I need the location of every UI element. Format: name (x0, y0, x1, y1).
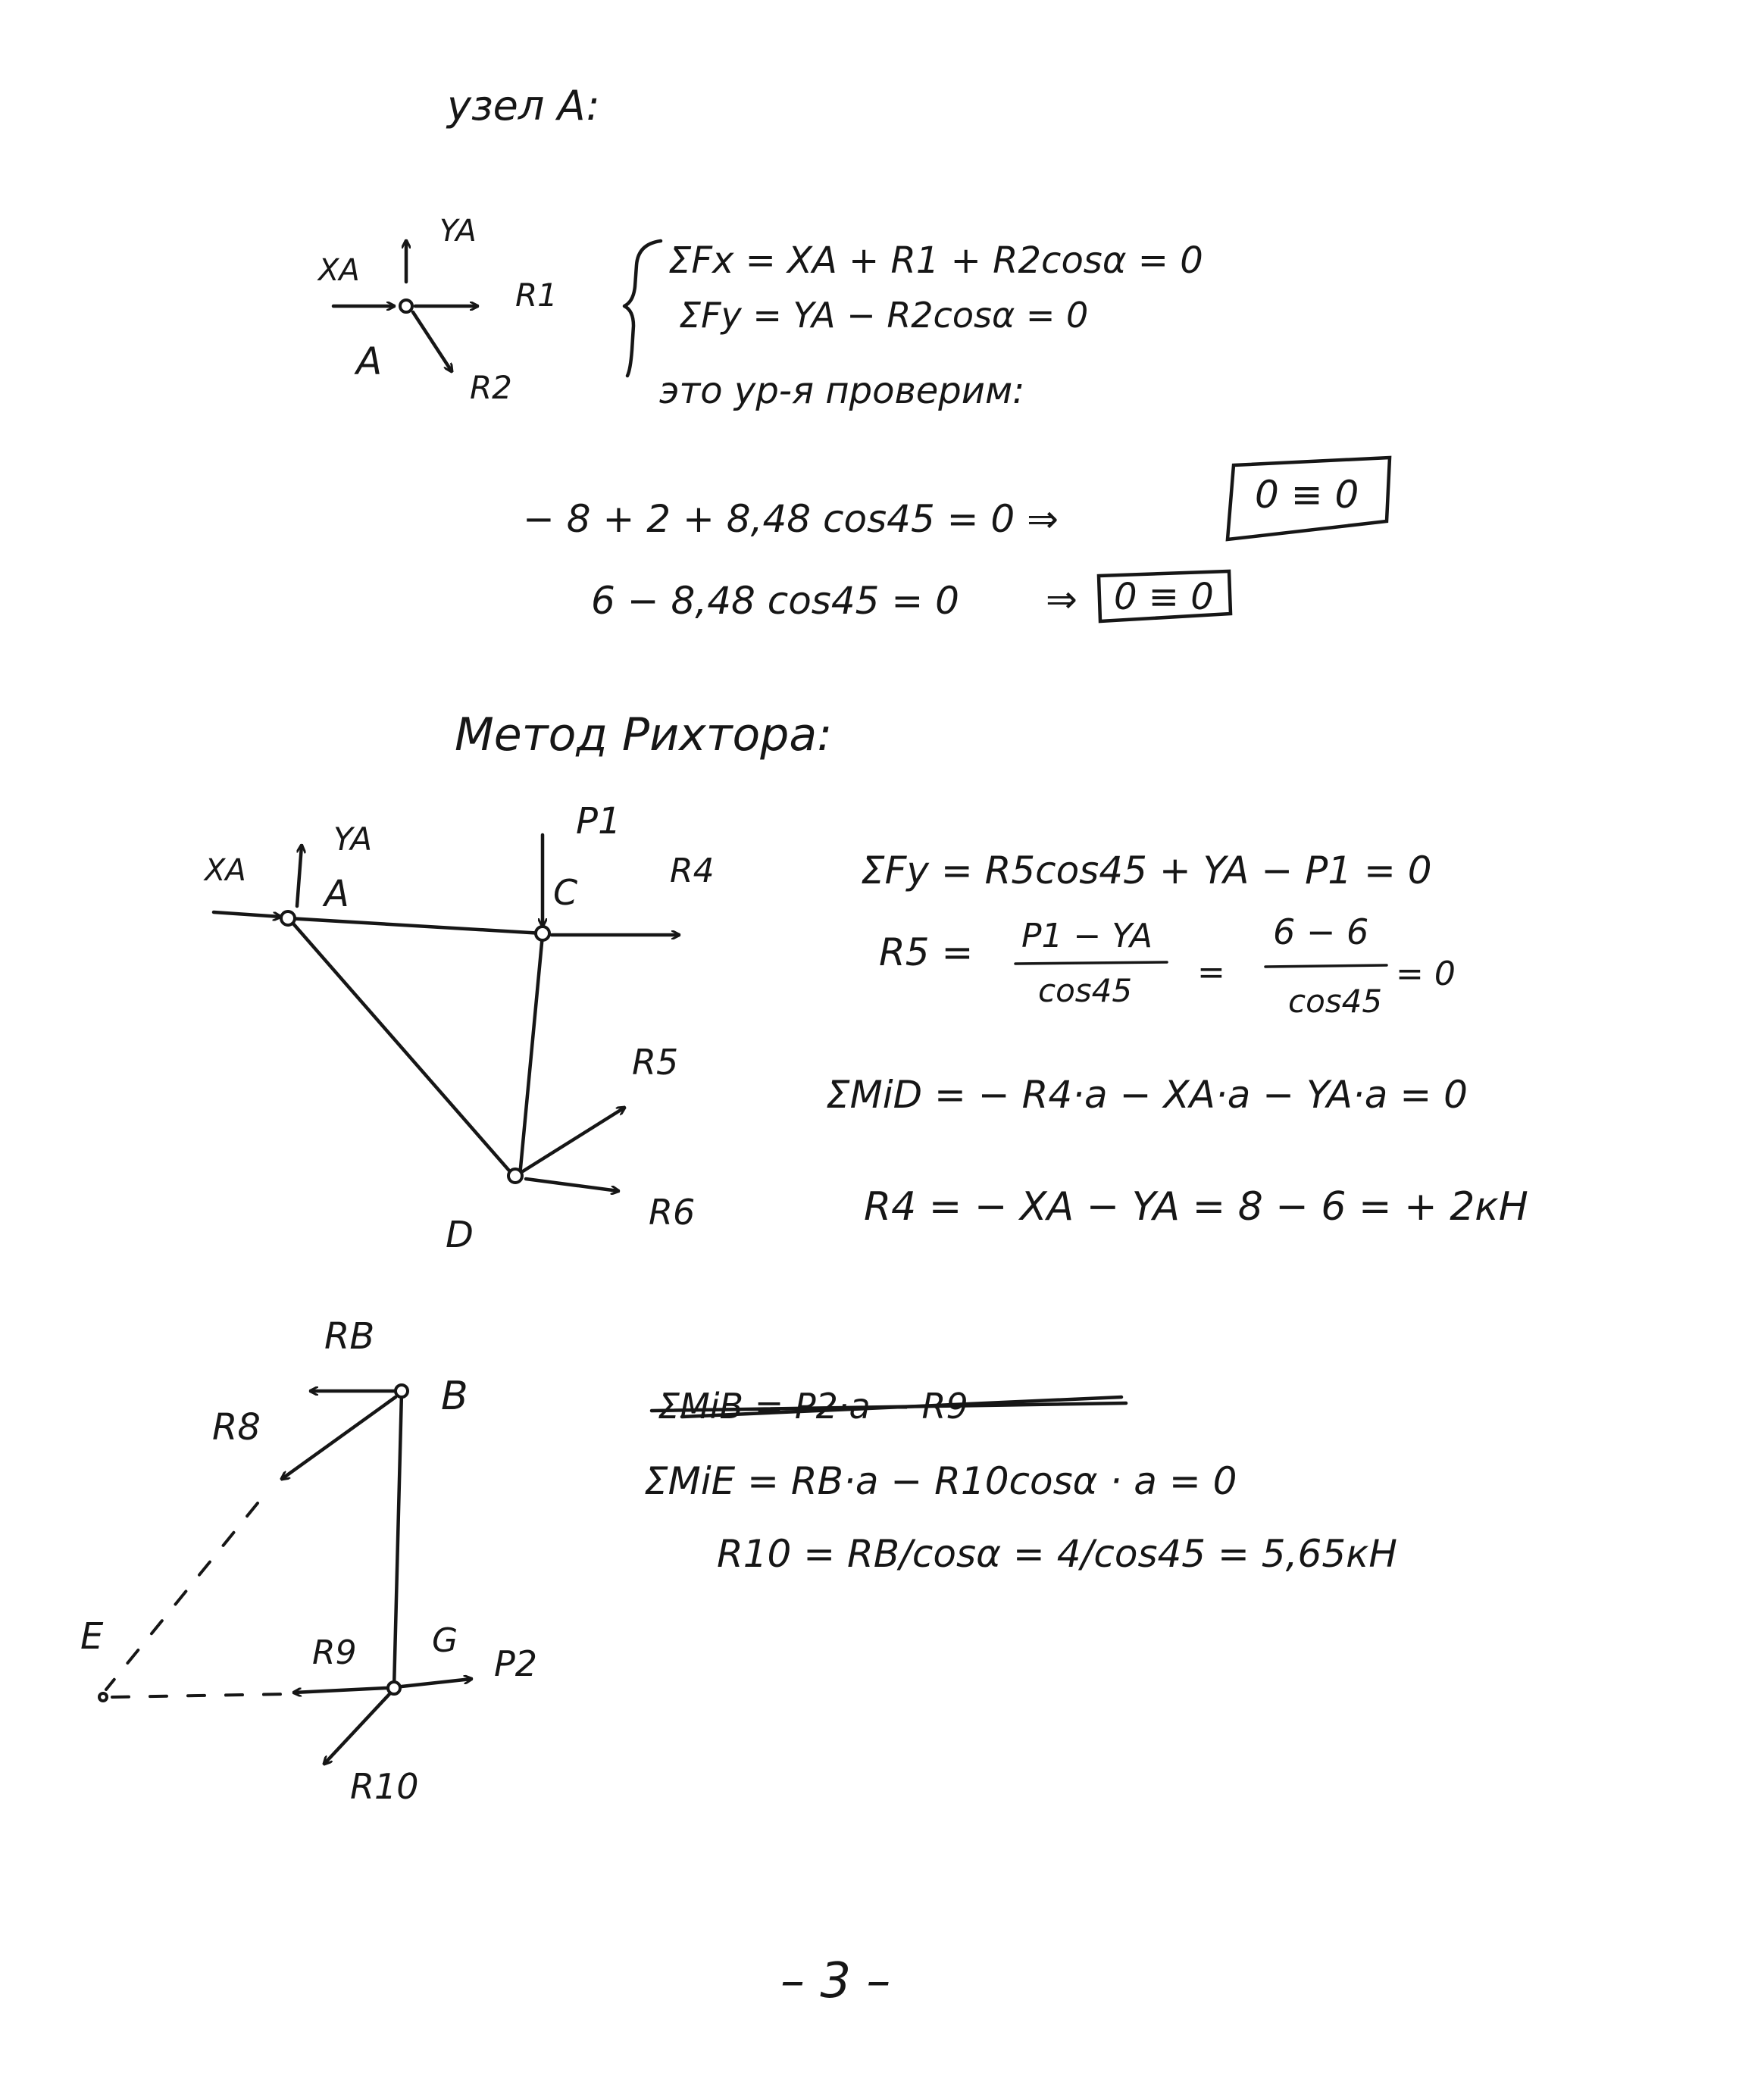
r5-label: R5 = (879, 930, 973, 974)
node-d-joint (507, 1168, 524, 1184)
fraction-1-bar (1014, 961, 1168, 965)
check-line-1: − 8 + 2 + 8,48 cos45 = 0 ⇒ (523, 497, 1059, 541)
force-arrow-r5 (521, 1108, 624, 1174)
equilibrium-system: ΣFx = XA + R1 + R2cosα = 0 ΣFy = YA − R2… (622, 239, 1203, 412)
force-arrow-r9 (294, 1686, 389, 1693)
check-results: − 8 + 2 + 8,48 cos45 = 0 ⇒ 0 ≡ 0 6 − 8,4… (523, 455, 1392, 624)
fraction-2-numerator: 6 − 6 (1273, 911, 1368, 952)
label-p1: P1 (576, 800, 621, 842)
check-result-2: 0 ≡ 0 (1114, 576, 1214, 618)
label-r2: R2 (470, 369, 512, 406)
force-arrow-xa-2 (211, 910, 280, 917)
node-b-joint (394, 1383, 409, 1399)
label-r10: R10 (350, 1766, 419, 1807)
result-box-1 (1225, 455, 1392, 542)
richter-diagram: XA YA A P1 C R4 R5 R6 D (203, 800, 715, 1256)
check-caption: это ур-я проверим: (659, 370, 1024, 412)
fraction-1-numerator: P1 − YA (1021, 917, 1153, 955)
equation-sum-fx: ΣFx = XA + R1 + R2cosα = 0 (668, 239, 1203, 282)
dashed-line-b-e (105, 1502, 259, 1691)
force-arrow-p2 (399, 1679, 471, 1689)
label-rb: RB (324, 1315, 374, 1358)
label-e: E (80, 1615, 104, 1658)
force-arrow-r10 (324, 1692, 392, 1764)
label-ya: YA (439, 214, 477, 249)
equation-moment-d: ΣMiD = − R4·a − XA·a − YA·a = 0 (826, 1073, 1468, 1117)
label-a-2: A (322, 873, 349, 915)
dashed-line-e-g (111, 1693, 289, 1699)
force-arrow-ya-2 (295, 846, 302, 908)
bg-diagram: RB B R8 E R9 G P2 R10 (80, 1315, 537, 1807)
node-a-joint-2 (280, 910, 296, 927)
result-box-2 (1096, 569, 1233, 624)
force-arrow-r6 (524, 1177, 618, 1191)
label-r9: R9 (312, 1633, 357, 1672)
label-r8: R8 (212, 1406, 261, 1449)
node-a-joint (399, 299, 414, 314)
fraction-1-denominator: cos45 (1038, 972, 1132, 1009)
equation-r10: R10 = RB/cosα = 4/cos45 = 5,65кН (717, 1532, 1397, 1576)
label-r1: R1 (515, 277, 558, 314)
label-r4: R4 (670, 852, 715, 890)
label-r6: R6 (649, 1192, 695, 1233)
label-c: C (553, 872, 577, 913)
member-a-c (286, 916, 545, 936)
equation-sum-fy-2: ΣFy = R5cos45 + YA − P1 = 0 (861, 849, 1432, 892)
fraction-2-result: = 0 (1396, 955, 1456, 993)
check-line-2: 6 − 8,48 cos45 = 0 (591, 579, 959, 623)
label-d: D (446, 1214, 474, 1256)
force-arrow-r2 (411, 310, 452, 371)
equation-moment-e: ΣMiE = RB·a − R10cosα · a = 0 (644, 1459, 1237, 1503)
fraction-2-denominator: cos45 (1288, 983, 1382, 1020)
check-result-1: 0 ≡ 0 (1255, 473, 1359, 517)
label-xa: XA (317, 253, 360, 288)
section-title-node-a: узел A: (446, 82, 600, 130)
member-b-g (392, 1390, 404, 1690)
member-a-d (290, 921, 516, 1178)
label-xa-2: XA (203, 853, 246, 888)
label-r5: R5 (632, 1042, 678, 1083)
node-a-diagram: XA YA A R1 R2 (317, 214, 558, 406)
equation-sum-fy: ΣFy = YA − R2cosα = 0 (679, 295, 1088, 336)
node-e-point (98, 1692, 108, 1702)
check-arrow-2: ⇒ (1046, 577, 1077, 621)
page-number: – 3 – (780, 1953, 890, 2009)
fraction-2-bar (1264, 964, 1388, 968)
richter-equations: ΣFy = R5cos45 + YA − P1 = 0 R5 = P1 − YA… (826, 849, 1528, 1230)
label-ya-2: YA (333, 821, 372, 858)
system-brace (622, 239, 663, 378)
node-g-joint (386, 1680, 402, 1696)
label-b: B (441, 1374, 468, 1419)
label-p2: P2 (494, 1643, 537, 1684)
strike-line-2 (680, 1395, 1124, 1419)
member-c-d (518, 933, 545, 1178)
section-title-richter: Метод Рихтора: (455, 708, 832, 761)
equation-r4: R4 = − XA − YA = 8 − 6 = + 2кН (864, 1184, 1528, 1230)
label-a: A (354, 339, 382, 383)
force-arrow-r8 (282, 1395, 398, 1479)
moment-equations: ΣMiB = P2·a − R9 ΣMiE = RB·a − R10cosα ·… (644, 1386, 1397, 1576)
equals-sign: = (1197, 953, 1225, 992)
node-c-joint (534, 925, 551, 942)
label-g: G (432, 1621, 458, 1660)
